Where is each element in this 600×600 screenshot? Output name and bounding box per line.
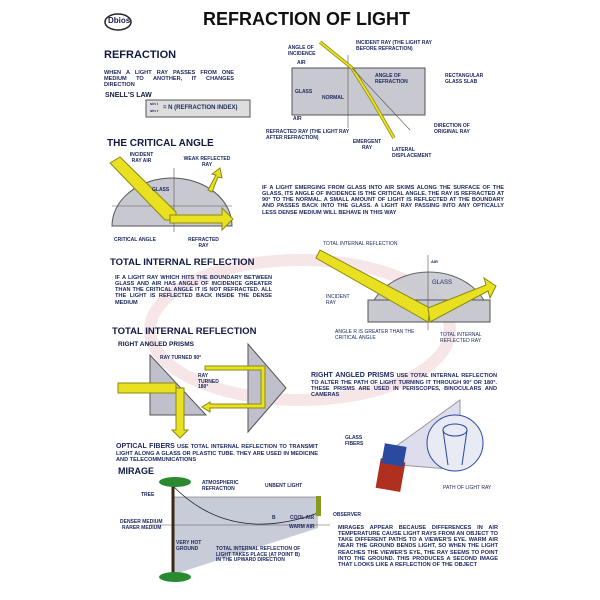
snells-law-heading: SNELL'S LAW (105, 92, 152, 99)
label-tir-glass: GLASS (432, 280, 453, 286)
page-title: REFRACTION OF LIGHT (203, 9, 410, 29)
label-tree: TREE (141, 492, 155, 498)
prisms-text-lead: RIGHT ANGLED PRISMS (311, 372, 395, 379)
watermark (144, 254, 456, 406)
label-glass-fibers: GLASS FIBERS (345, 435, 364, 447)
fibers-lead: OPTICAL FIBERS (116, 443, 175, 450)
label-original: DIRECTION OF ORIGINAL RAY (434, 123, 470, 135)
mirage-heading: MIRAGE (118, 466, 154, 476)
formula-box (145, 99, 251, 118)
label-critical-angle: CRITICAL ANGLE (114, 237, 156, 243)
label-tir-title: TOTAL INTERNAL REFLECTION (323, 241, 398, 247)
label-observer: OBSERVER (333, 512, 361, 518)
label-incident-ray: INCIDENT RAY (THE LIGHT RAY BEFORE REFRA… (356, 40, 432, 52)
mirage-text: MIRAGES APPEAR BECAUSE DIFFERENCES IN AI… (338, 525, 498, 568)
label-cool-air: COOL AIR (290, 515, 315, 521)
formula-den: sin r (150, 108, 159, 113)
label-lateral: LATERAL DISPLACEMENT (392, 147, 432, 159)
label-critical-refracted: REFRACTED RAY (188, 237, 219, 249)
label-weak-reflected: WEAK REFLECTED RAY (183, 156, 231, 168)
mirage-diagram (150, 477, 330, 582)
label-tir-incident: INCIDENT RAY (326, 294, 350, 306)
refraction-heading: REFRACTION (104, 49, 177, 61)
tir-heading: TOTAL INTERNAL REFLECTION (110, 257, 255, 268)
logo: Dbios (108, 16, 131, 25)
label-refracted-ray: REFRACTED RAY (THE LIGHT RAY AFTER REFRA… (266, 129, 350, 141)
glass-slab-diagram (291, 40, 426, 139)
label-tir-air: AIR (431, 259, 438, 264)
label-ground: VERY HOT GROUND (176, 540, 202, 552)
formula-num: sin i (150, 101, 159, 106)
label-warm-air: WARM AIR (289, 524, 315, 530)
label-tir-reflected: TOTAL INTERNAL REFLECTED RAY (440, 332, 482, 344)
label-unbent: UNBENT LIGHT (265, 483, 303, 489)
refraction-text: WHEN A LIGHT RAY PASSES FROM ONE MEDIUM … (104, 70, 234, 89)
label-normal: NORMAL (322, 95, 344, 101)
tir-diagram (315, 249, 497, 330)
formula-rest: = n (REFRACTION INDEX) (163, 105, 238, 111)
critical-heading: THE CRITICAL ANGLE (107, 138, 214, 149)
tir-text: IF A LIGHT RAY WHICH HITS THE BOUNDARY B… (115, 275, 272, 306)
critical-text: IF A LIGHT EMERGING FROM GLASS INTO AIR … (262, 185, 504, 216)
optical-fiber-diagram (375, 399, 484, 493)
label-turned-180: RAY TURNED 180° (198, 373, 219, 390)
label-critical-glass: GLASS (152, 187, 170, 193)
label-air-bottom: AIR (293, 116, 302, 122)
logo-badge (104, 13, 132, 31)
label-denser: DENSER MEDIUM (120, 519, 163, 525)
label-critical-incident: INCIDENT RAY AIR (129, 152, 154, 164)
fibers-text: OPTICAL FIBERS USE TOTAL INTERNAL REFLEC… (116, 443, 318, 463)
right-angled-prisms (117, 342, 287, 439)
fibers-body: USE TOTAL INTERNAL REFLECTION TO TRANSMI… (116, 444, 318, 463)
prisms-subheading: RIGHT ANGLED PRISMS (118, 341, 194, 348)
label-tir-angle: ANGLE r IS GREATER THAN THE CRITICAL ANG… (335, 329, 415, 341)
label-light-path: PATH OF LIGHT RAY (443, 485, 492, 491)
label-angle-refraction: ANGLE OF REFRACTION (375, 73, 408, 85)
label-angle-incidence: ANGLE OF INCIDENCE (288, 45, 316, 57)
label-point-b: B (272, 515, 276, 521)
label-emergent-ray: EMERGENT RAY (352, 139, 382, 151)
label-turned-90: RAY TURNED 90° (160, 355, 202, 361)
prisms-text-body: USE TOTAL INTERNAL REFLECTION TO ALTER T… (311, 373, 497, 398)
label-air-top: AIR (297, 60, 306, 66)
critical-angle-diagram (109, 156, 234, 232)
label-slab: RECTANGULAR GLASS SLAB (445, 73, 484, 85)
label-rarer: RARER MEDIUM (122, 525, 162, 531)
prisms-text: RIGHT ANGLED PRISMS USE TOTAL INTERNAL R… (311, 372, 497, 398)
prisms-heading: TOTAL INTERNAL REFLECTION (112, 326, 257, 337)
label-glass: GLASS (295, 89, 313, 95)
label-atmospheric: ATMOSPHERIC REFRACTION (202, 480, 239, 492)
label-mirage-tir: TOTAL INTERNAL REFLECTION OF LIGHT TAKES… (216, 546, 301, 563)
